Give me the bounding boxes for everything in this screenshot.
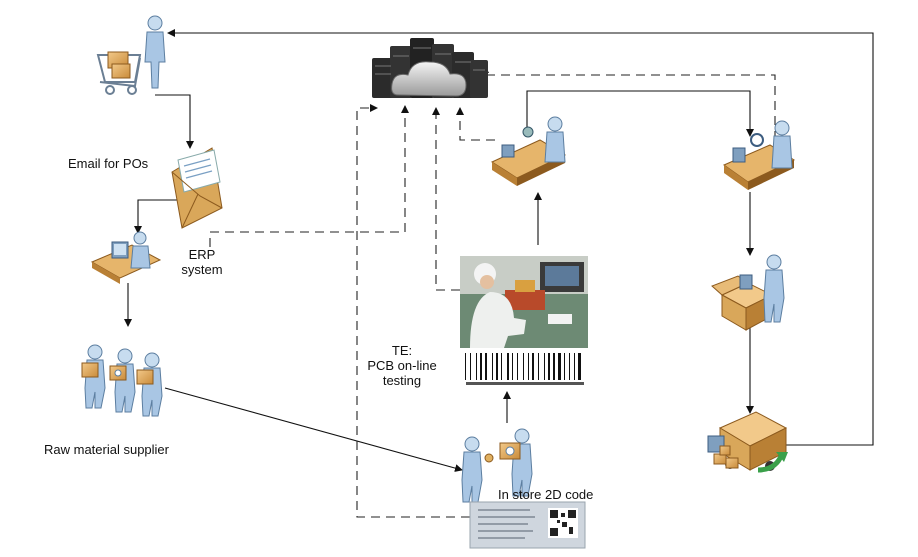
supplier-people-icon: [81, 344, 163, 417]
receiving-people-icon: [461, 428, 533, 503]
te-label-line1: TE:: [391, 343, 413, 358]
assembly-line-person-icon: [490, 116, 567, 186]
cloud-server-icon: [372, 38, 488, 98]
email-to-erp-line: [134, 199, 186, 234]
erp-system-label: ERP system: [178, 247, 226, 277]
supplier-to-receiving-line: [164, 387, 463, 472]
erp-label-line1: ERP: [188, 247, 216, 262]
shopping-cart-person-icon: [96, 15, 166, 95]
solid-connectors: [124, 29, 874, 472]
barcode-icon: [461, 351, 589, 388]
delivery-truck-icon: [707, 411, 788, 473]
envelope-icon: [171, 147, 223, 229]
raw-material-supplier-label: Raw material supplier: [44, 442, 169, 457]
assembly-to-inspection-line: [526, 90, 754, 137]
te-label-line3: testing: [382, 373, 422, 388]
2d-code-label-photo: [469, 501, 586, 549]
desk-computer-person-icon: [90, 231, 162, 284]
truck-to-buyer-line: [167, 29, 874, 446]
pcb-testing-photo: [460, 256, 588, 348]
te-to-cloud-dashed: [432, 107, 460, 291]
label-to-cloud-dashed: [356, 104, 470, 518]
erp-label-line2: system: [181, 262, 223, 277]
buyer-to-email-line: [155, 94, 194, 149]
packing-person-icon: [711, 254, 785, 331]
in-store-2d-code-label: In store 2D code: [498, 487, 594, 502]
inspection-line-person-icon: [722, 120, 796, 190]
assembly-to-cloud-dashed: [456, 107, 495, 141]
erp-to-cloud-dashed: [209, 105, 409, 247]
te-label-line2: PCB on-line: [367, 358, 437, 373]
inspection-to-cloud-dashed: [481, 65, 776, 140]
te-testing-label: TE: PCB on-line testing: [352, 343, 452, 388]
dashed-connectors: [209, 65, 776, 518]
email-for-pos-label: Email for POs: [68, 156, 149, 171]
